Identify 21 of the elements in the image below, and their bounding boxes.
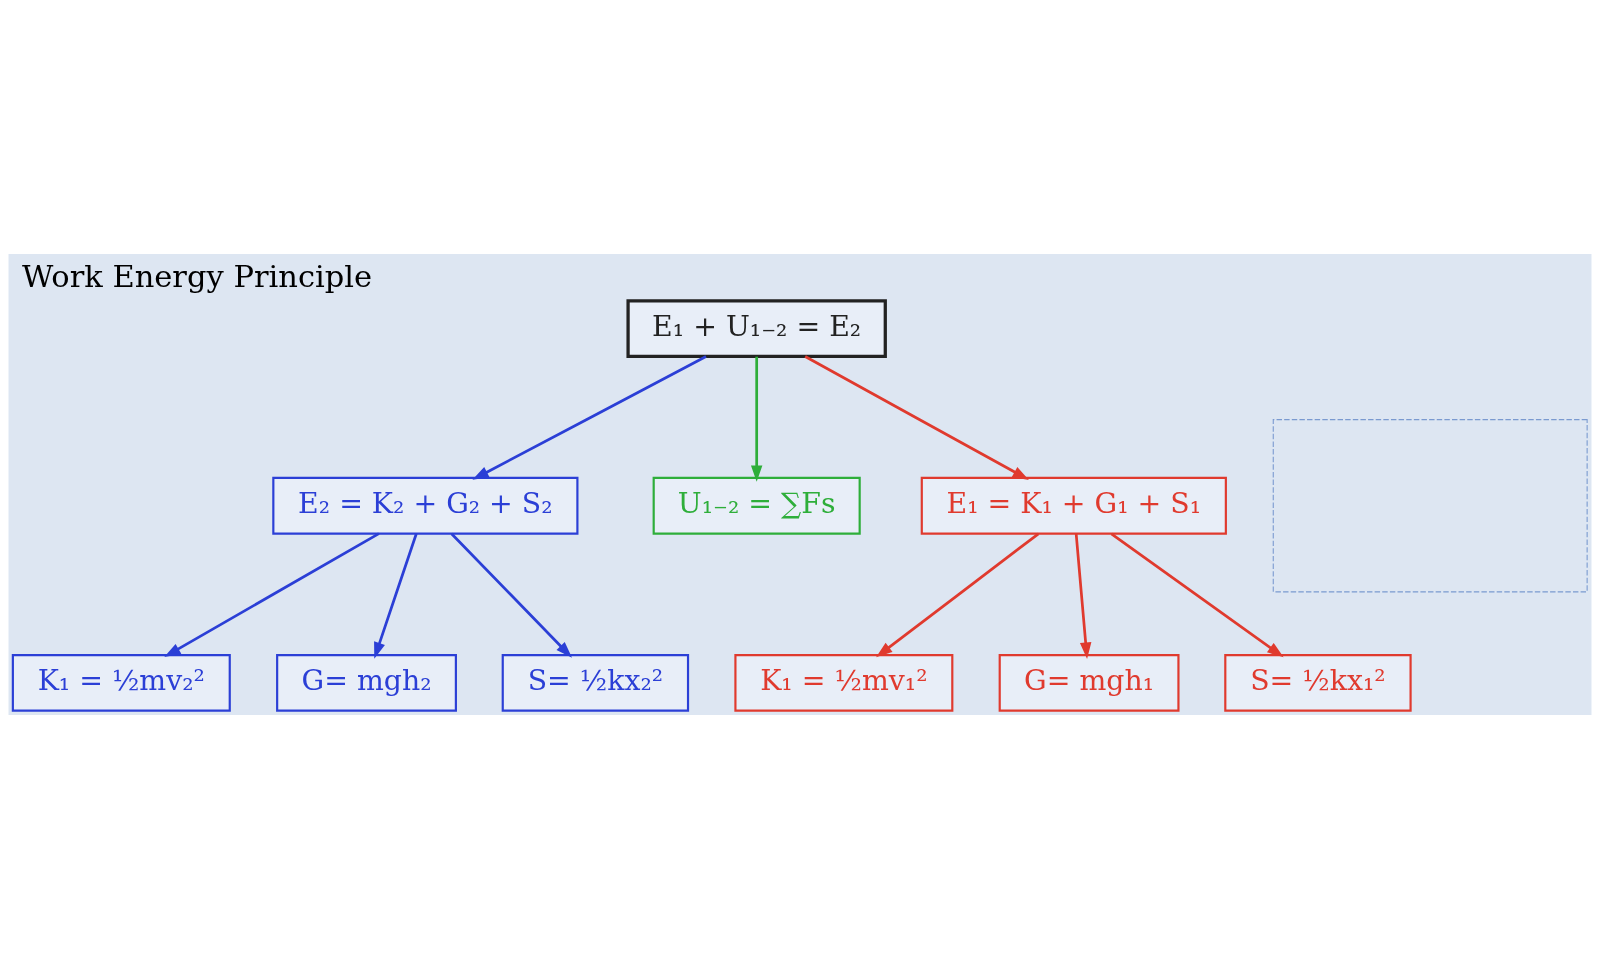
arrow bbox=[750, 356, 763, 482]
node-box: K₁ = ½mv₂² bbox=[11, 653, 231, 712]
node-box: G= mgh₂ bbox=[276, 653, 457, 712]
node-box: E₁ = K₁ + G₁ + S₁ bbox=[920, 476, 1227, 535]
node-box: S= ½kx₂² bbox=[501, 653, 690, 712]
node-box: E₂ = K₂ + G₂ + S₂ bbox=[272, 476, 579, 535]
node-box bbox=[1272, 419, 1588, 593]
arrow bbox=[876, 532, 1040, 658]
diagram-title: Work Energy Principle bbox=[22, 259, 373, 295]
node-box: K₁ = ½mv₁² bbox=[734, 653, 954, 712]
arrow bbox=[450, 532, 573, 658]
arrow bbox=[374, 533, 418, 659]
node-box: U₁₋₂ = ∑Fs bbox=[652, 476, 861, 535]
node-box: G= mgh₁ bbox=[998, 653, 1180, 712]
arrow bbox=[804, 355, 1029, 480]
arrow bbox=[164, 532, 380, 658]
arrow bbox=[1110, 532, 1284, 658]
arrow bbox=[472, 355, 707, 480]
node-box: S= ½kx₁² bbox=[1224, 653, 1412, 712]
arrow bbox=[1074, 533, 1092, 659]
node-box: E₁ + U₁₋₂ = E₂ bbox=[626, 299, 887, 359]
